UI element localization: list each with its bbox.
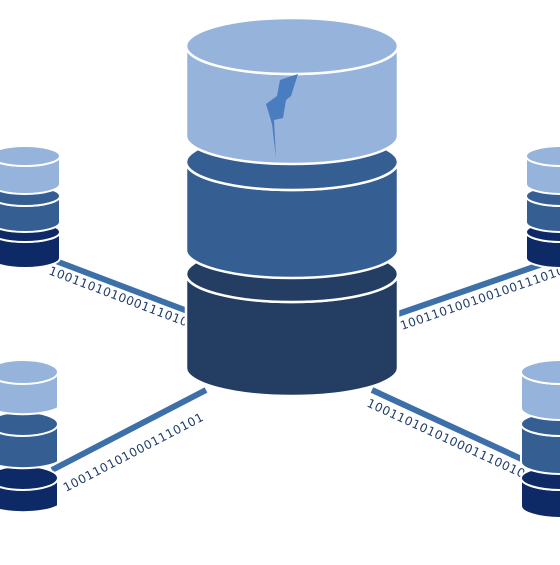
db-bl-top-cap <box>0 359 59 385</box>
link-bottom-left <box>50 387 208 473</box>
database-top-left <box>0 145 61 269</box>
binary-label-top-left: 1001101010001110101 <box>47 264 198 333</box>
binary-label-top-right: 1001101001001001110101 <box>398 261 560 333</box>
lightning-bolt-icon <box>266 74 298 158</box>
db-bl-middle-cap <box>0 411 59 437</box>
binary-label-bottom-right: 1001101010100011100101 <box>365 396 535 484</box>
central-database <box>184 16 400 398</box>
database-top-right <box>525 145 560 269</box>
link-bottom-right <box>370 387 530 465</box>
database-bottom-right <box>520 359 560 519</box>
db-tr-top-cap <box>525 145 560 167</box>
db-bl-bottom-cap <box>0 465 59 491</box>
link-top-left <box>46 255 192 315</box>
link-top-right <box>397 259 549 317</box>
db-tl-top-cap <box>0 145 61 167</box>
database-bottom-left <box>0 359 59 514</box>
db-br-top-cap <box>520 359 560 385</box>
central-db-top-cap <box>184 16 400 76</box>
connection-lines <box>46 255 549 473</box>
